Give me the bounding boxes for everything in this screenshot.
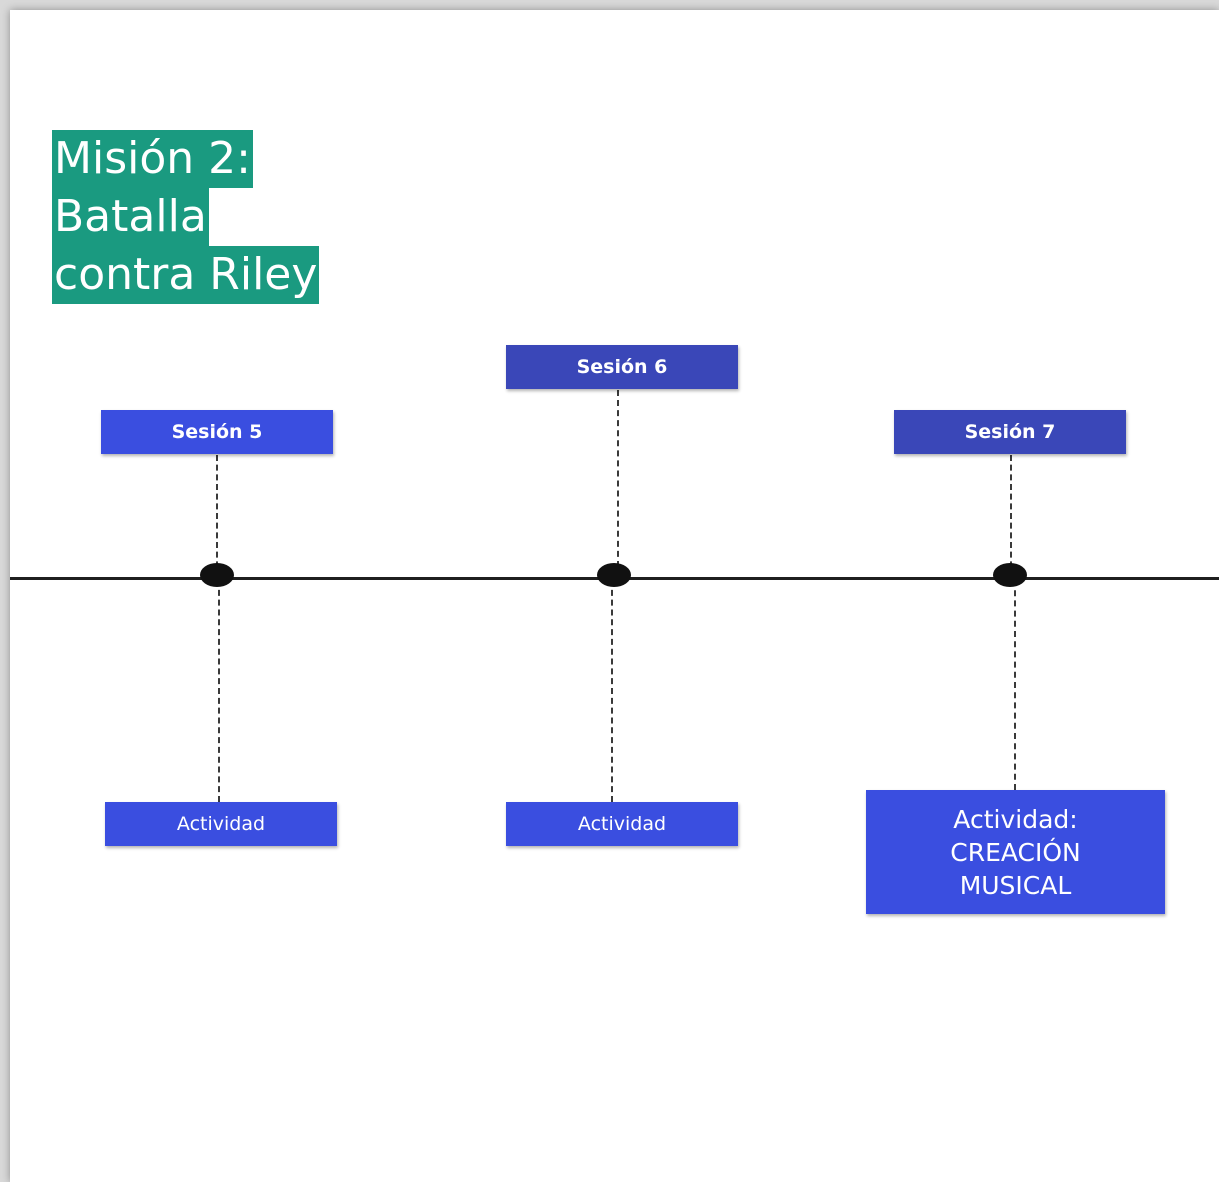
activity-7-label-line-1: Actividad: bbox=[953, 804, 1078, 834]
connector-session-6 bbox=[617, 390, 619, 577]
session-6-box: Sesión 6 bbox=[506, 345, 738, 389]
mission-title-line-3: contra Riley bbox=[52, 246, 320, 304]
activity-5-label: Actividad bbox=[176, 813, 266, 835]
session-6-label: Sesión 6 bbox=[576, 356, 668, 378]
timeline-dot-session-6 bbox=[597, 563, 631, 587]
session-5-label: Sesión 5 bbox=[171, 421, 263, 443]
timeline-dot-session-7 bbox=[993, 563, 1027, 587]
session-7-label: Sesión 7 bbox=[964, 421, 1056, 443]
activity-5-box: Actividad bbox=[105, 802, 337, 846]
mission-title-line-1: Misión 2: bbox=[52, 130, 253, 188]
timeline-dot-session-5 bbox=[200, 563, 234, 587]
activity-6-box: Actividad bbox=[506, 802, 738, 846]
connector-session-7 bbox=[1010, 455, 1012, 577]
connector-session-5 bbox=[216, 455, 218, 577]
activity-7-label-line-3: MUSICAL bbox=[959, 870, 1072, 900]
connector-activity-6 bbox=[611, 580, 613, 802]
mission-title-line-2: Batalla bbox=[52, 188, 209, 246]
timeline-page: Misión 2: Batalla contra Riley Sesión 5 … bbox=[10, 10, 1219, 1182]
connector-activity-7 bbox=[1014, 580, 1016, 790]
connector-activity-5 bbox=[218, 580, 220, 802]
activity-7-box: Actividad: CREACIÓN MUSICAL bbox=[866, 790, 1165, 914]
activity-7-label-line-2: CREACIÓN bbox=[950, 837, 1081, 867]
activity-6-label: Actividad bbox=[577, 813, 667, 835]
session-5-box: Sesión 5 bbox=[101, 410, 333, 454]
session-7-box: Sesión 7 bbox=[894, 410, 1126, 454]
mission-title: Misión 2: Batalla contra Riley bbox=[52, 130, 320, 304]
